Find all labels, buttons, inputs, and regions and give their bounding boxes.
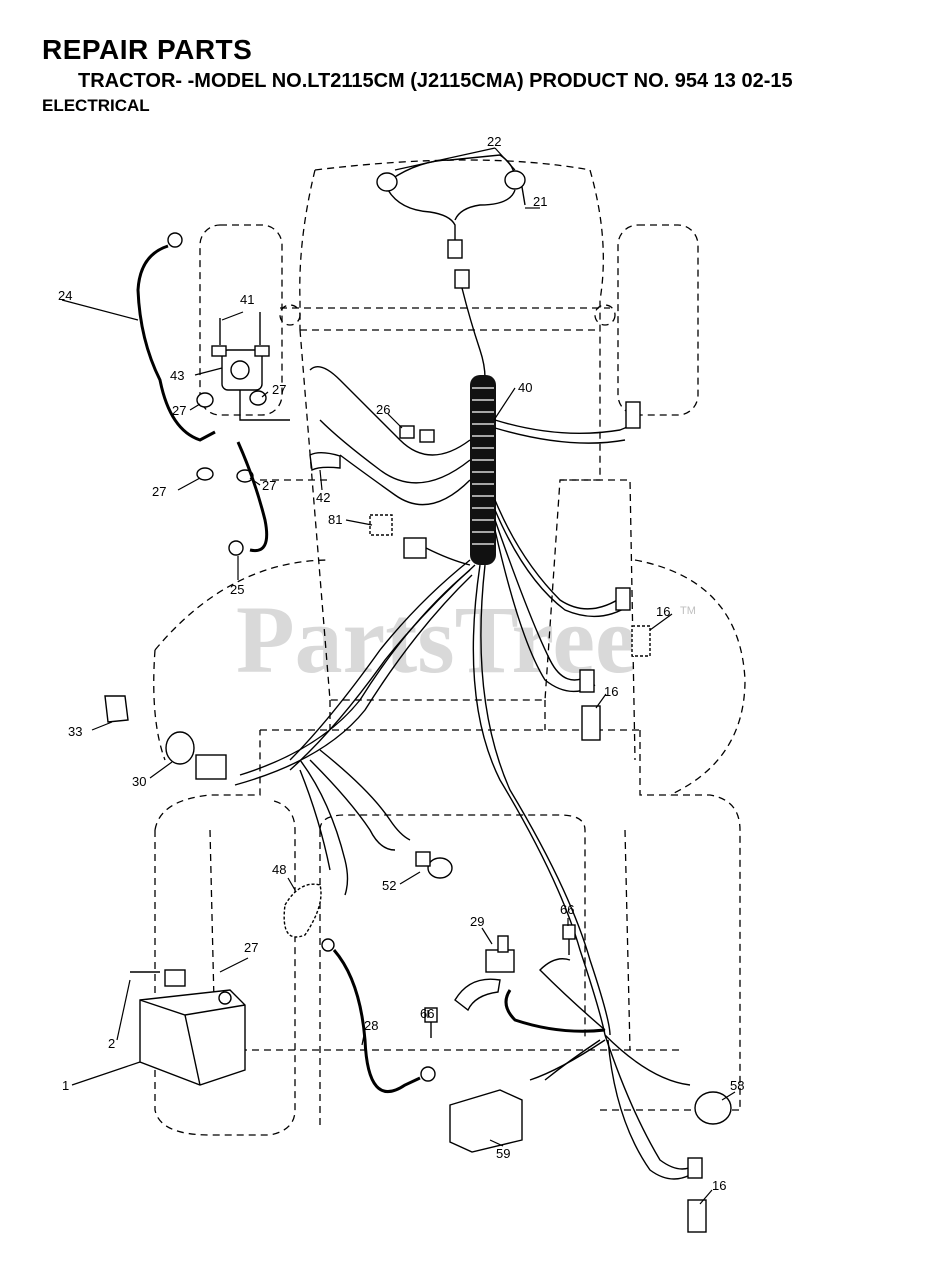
callout-81: 81: [328, 512, 342, 527]
page-title: REPAIR PARTS: [42, 34, 253, 65]
harness-sleeve: [470, 375, 496, 565]
callout-30: 30: [132, 774, 146, 789]
callout-66a: 66: [560, 902, 574, 917]
callout-27c: 27: [152, 484, 166, 499]
callout-33: 33: [68, 724, 82, 739]
callout-22: 22: [487, 134, 501, 149]
callout-27e: 27: [244, 940, 258, 955]
battery-cable-24: [136, 232, 216, 442]
callout-27d: 27: [262, 478, 276, 493]
connector-16-parts: [581, 625, 707, 1233]
callout-27a: 27: [272, 382, 286, 397]
watermark-tm: TM: [680, 605, 696, 617]
callout-66b: 66: [420, 1006, 434, 1021]
callout-2: 2: [108, 1036, 115, 1051]
rear-harness: [504, 958, 703, 1180]
callout-58: 58: [730, 1078, 744, 1093]
battery: [130, 938, 436, 1093]
model-subtitle: TRACTOR- -MODEL NO.LT2115CM (J2115CMA) P…: [78, 70, 793, 92]
harness-wires: [234, 366, 641, 1036]
headlight-harness: [376, 154, 526, 379]
callout-40: 40: [518, 380, 532, 395]
callout-28: 28: [364, 1018, 378, 1033]
section-label: ELECTRICAL: [42, 96, 150, 115]
callout-16b: 16: [604, 684, 618, 699]
watermark-text: PartsTree: [236, 586, 638, 693]
callout-29: 29: [470, 914, 484, 929]
tractor-outline: [153, 159, 746, 1136]
callout-25: 25: [230, 582, 244, 597]
ignition-switch: [104, 695, 227, 780]
callout-24: 24: [58, 288, 72, 303]
callout-labels: 22 21 24 41 43 27 27 27 27 40 26 42 81 2…: [58, 134, 744, 1193]
leader-lines: [61, 147, 736, 1205]
callout-1: 1: [62, 1078, 69, 1093]
small-connectors: [309, 425, 471, 566]
solenoid-assembly: [196, 312, 290, 556]
callout-42: 42: [316, 490, 330, 505]
callout-43: 43: [170, 368, 184, 383]
misc-parts: [283, 851, 732, 1153]
callout-48: 48: [272, 862, 286, 877]
page-header: REPAIR PARTS TRACTOR- -MODEL NO.LT2115CM…: [0, 0, 938, 130]
callout-52: 52: [382, 878, 396, 893]
callout-16c: 16: [712, 1178, 726, 1193]
callout-26: 26: [376, 402, 390, 417]
callout-27b: 27: [172, 403, 186, 418]
callout-59: 59: [496, 1146, 510, 1161]
callout-21: 21: [533, 194, 547, 209]
callout-16a: 16: [656, 604, 670, 619]
callout-41: 41: [240, 292, 254, 307]
